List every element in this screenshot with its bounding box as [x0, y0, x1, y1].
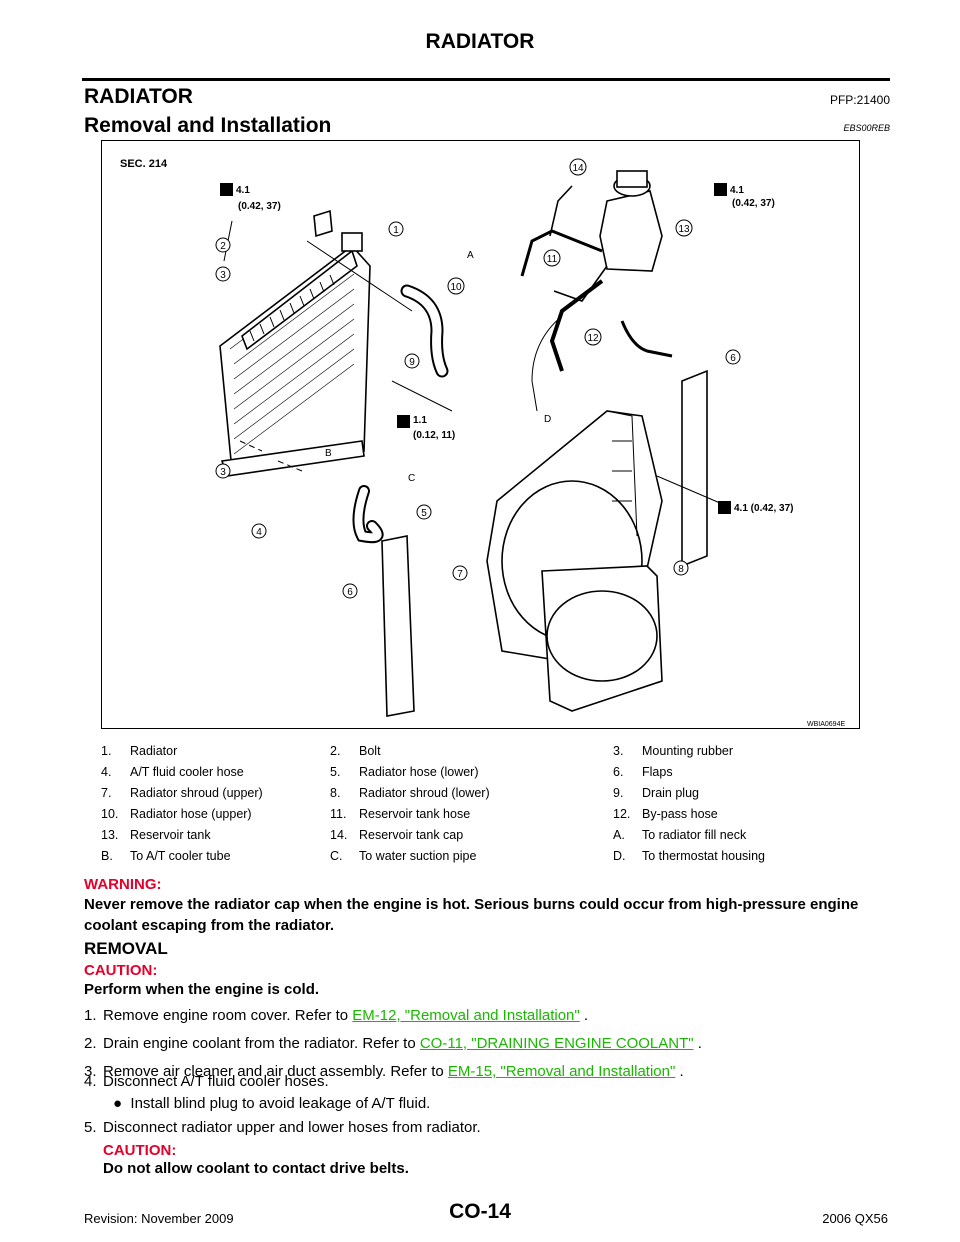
link-em-12[interactable]: EM-12, "Removal and Installation"	[352, 1007, 580, 1024]
legend-item: 7.Radiator shroud (upper)	[101, 785, 263, 800]
callout-12: 12	[587, 333, 599, 344]
torque-top-right: 4.1	[730, 185, 744, 196]
legend-item: D.To thermostat housing	[613, 848, 765, 863]
warning-text: Never remove the radiator cap when the e…	[84, 896, 859, 934]
legend-row: 10.Radiator hose (upper) 11.Reservoir ta…	[101, 803, 861, 824]
legend-item: 6.Flaps	[613, 764, 673, 779]
torque-top-left: 4.1	[236, 185, 250, 196]
diagram-svg: 1 2 3 3 4 5 6 6 7 8 9 10 11 12 13 14 A B…	[120, 158, 845, 728]
callout-4: 4	[256, 527, 262, 538]
sec-label: SEC. 214	[120, 158, 168, 170]
legend-row: 13.Reservoir tank 14.Reservoir tank cap …	[101, 824, 861, 845]
callout-3-bottom: 3	[220, 467, 226, 478]
shroud-lower	[541, 565, 663, 712]
legend-row: 7.Radiator shroud (upper) 8.Radiator shr…	[101, 782, 861, 803]
legend-item: 13.Reservoir tank	[101, 827, 211, 842]
callout-7: 7	[457, 569, 463, 580]
callout-14: 14	[572, 163, 584, 174]
page-number: CO-14	[449, 1200, 511, 1223]
callout-9: 9	[409, 357, 415, 368]
caution-label: CAUTION:	[84, 962, 158, 979]
legend-item: A.To radiator fill neck	[613, 827, 747, 842]
header-divider	[82, 78, 890, 81]
legend-item: 9.Drain plug	[613, 785, 699, 800]
legend-row: 4.A/T fluid cooler hose 5.Radiator hose …	[101, 761, 861, 782]
callout-bubbles	[215, 158, 741, 599]
step-5: 5.Disconnect radiator upper and lower ho…	[84, 1119, 481, 1136]
letter-a: A	[467, 250, 474, 261]
footer-model: 2006 QX56	[822, 1211, 888, 1226]
warning-label: WARNING:	[84, 876, 162, 893]
caution-text: Perform when the engine is cold.	[84, 981, 320, 998]
step-2: 2.Drain engine coolant from the radiator…	[84, 1035, 702, 1052]
bullet-item: ● Install blind plug to avoid leakage of…	[113, 1095, 431, 1112]
callout-11: 11	[547, 254, 558, 265]
torque-drain: 1.1	[413, 415, 427, 426]
radiator-exploded-diagram: 1 2 3 3 4 5 6 6 7 8 9 10 11 12 13 14 A B…	[101, 140, 860, 729]
letter-d: D	[544, 414, 551, 425]
torque-top-left-sub: (0.42, 37)	[238, 201, 281, 212]
removal-heading: REMOVAL	[84, 939, 168, 958]
torque-labels: SEC. 214 4.1 (0.42, 37) 4.1 (0.42, 37) 1…	[120, 158, 793, 514]
callout-5: 5	[421, 508, 427, 519]
caution-2-label: CAUTION:	[103, 1142, 177, 1159]
legend-item: B.To A/T cooler tube	[101, 848, 231, 863]
callout-1: 1	[393, 225, 399, 236]
legend-item: 5.Radiator hose (lower)	[330, 764, 479, 779]
footer-revision: Revision: November 2009	[84, 1211, 234, 1226]
legend-item: 4.A/T fluid cooler hose	[101, 764, 244, 779]
torque-icon	[714, 183, 727, 196]
torque-icon	[220, 183, 233, 196]
letter-b: B	[325, 448, 332, 459]
callout-10: 10	[450, 282, 462, 293]
torque-icons	[220, 183, 731, 514]
bullet-dot-icon: ●	[113, 1095, 131, 1112]
step-4: 4.Disconnect A/T fluid cooler hoses.	[84, 1073, 329, 1090]
step-3: 3.Remove air cleaner and air duct assemb…	[84, 1063, 684, 1080]
callout-2: 2	[220, 241, 226, 252]
legend-row: 1.Radiator 2.Bolt 3.Mounting rubber	[101, 740, 861, 761]
caution-2-text: Do not allow coolant to contact drive be…	[103, 1160, 409, 1177]
callout-6-right: 6	[730, 353, 736, 364]
legend-item: 10.Radiator hose (upper)	[101, 806, 252, 821]
parts-legend: 1.Radiator 2.Bolt 3.Mounting rubber 4.A/…	[101, 740, 861, 866]
torque-top-right-sub: (0.42, 37)	[732, 198, 775, 209]
radiator-core	[219, 209, 371, 477]
letter-labels: A B C D	[325, 250, 551, 484]
torque-right: 4.1 (0.42, 37)	[734, 503, 793, 514]
legend-item: 3.Mounting rubber	[613, 743, 734, 758]
figure-id: WBIA0694E	[807, 721, 845, 728]
link-co-11[interactable]: CO-11, "DRAINING ENGINE COOLANT"	[419, 1035, 694, 1052]
legend-item: 1.Radiator	[101, 743, 178, 758]
torque-icon	[718, 501, 731, 514]
legend-item: 12.By-pass hose	[613, 806, 718, 821]
callout-numbers: 1 2 3 3 4 5 6 6 7 8 9 10 11 12 13 14	[220, 163, 736, 598]
subsection-code: EBS00REB	[843, 123, 890, 133]
step-1: 1.Remove engine room cover. Refer to EM-…	[84, 1007, 589, 1024]
callout-13: 13	[678, 224, 690, 235]
legend-item: 14.Reservoir tank cap	[330, 827, 464, 842]
callout-6-left: 6	[347, 587, 353, 598]
callout-8: 8	[678, 564, 684, 575]
legend-row: B.To A/T cooler tube C.To water suction …	[101, 845, 861, 866]
link-em-15[interactable]: EM-15, "Removal and Installation"	[447, 1063, 676, 1080]
callout-3-top: 3	[220, 270, 226, 281]
flaps	[381, 369, 708, 717]
letter-c: C	[408, 473, 415, 484]
legend-item: C.To water suction pipe	[330, 848, 477, 863]
section-code: PFP:21400	[829, 93, 890, 107]
torque-drain-sub: (0.12, 11)	[413, 430, 455, 441]
legend-item: 8.Radiator shroud (lower)	[330, 785, 490, 800]
page-header-title: RADIATOR	[425, 30, 535, 53]
hoses	[352, 284, 673, 544]
legend-item: 2.Bolt	[330, 743, 381, 758]
torque-icon	[397, 415, 410, 428]
subsection-title: Removal and Installation	[84, 114, 332, 137]
reservoir-tank	[520, 170, 663, 372]
section-title: RADIATOR	[84, 85, 193, 108]
legend-item: 11.Reservoir tank hose	[330, 806, 471, 821]
